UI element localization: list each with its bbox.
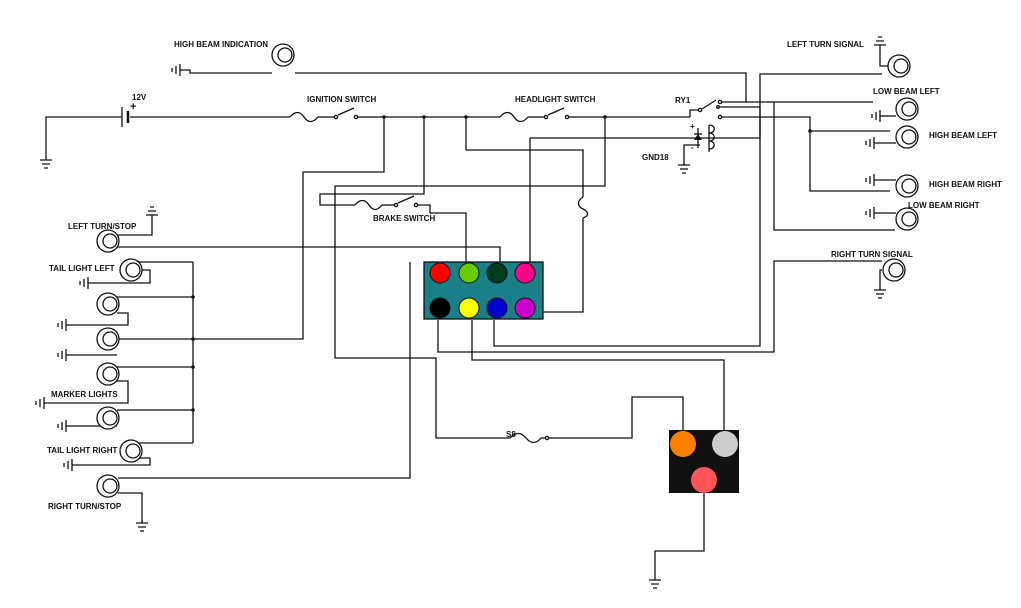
plug-pin [670, 431, 696, 457]
tail-light-left-label: TAIL LIGHT LEFT [49, 264, 115, 273]
ignition-switch[interactable]: IGNITION SWITCH [289, 95, 377, 123]
junctions [191, 115, 812, 412]
left-turn-stop-label: LEFT TURN/STOP [68, 222, 137, 231]
lamps [96, 43, 919, 498]
connector-pin [458, 262, 480, 284]
battery: 12V + [121, 93, 147, 127]
plug-pin [712, 431, 738, 457]
inline-fuse-vertical [577, 196, 589, 219]
lamp-icon [96, 474, 120, 498]
lamp-icon [119, 258, 143, 282]
plug-connector-3pin [669, 430, 739, 493]
lamp-icon [96, 362, 120, 386]
connector-pin [514, 297, 536, 319]
lamp-icon [119, 439, 143, 463]
plug-pin [691, 467, 717, 493]
lamp-icon [895, 207, 919, 231]
ground-icon [79, 277, 89, 289]
ground-icon [865, 137, 875, 149]
ground-icon [865, 174, 875, 186]
ground-icon [35, 397, 45, 409]
connector-pin [486, 262, 508, 284]
connector-pin [429, 262, 451, 284]
high-beam-left-label: HIGH BEAM LEFT [929, 131, 997, 140]
labels: HIGH BEAM INDICATION LEFT TURN SIGNAL LO… [47, 40, 1002, 511]
ground-icon [649, 579, 661, 589]
lamp-icon [895, 174, 919, 198]
relay-ry1: RY1 + - GND18 [642, 96, 723, 162]
ground-icon [57, 420, 67, 432]
ground-icon [874, 36, 886, 46]
ground-icon [678, 164, 690, 174]
ground-icon [136, 522, 148, 532]
left-turn-signal-label: LEFT TURN SIGNAL [787, 40, 864, 49]
connector-pin [486, 297, 508, 319]
ignition-switch-label: IGNITION SWITCH [307, 95, 377, 104]
connector-pin [458, 297, 480, 319]
ground-icon [865, 207, 875, 219]
relay-plus-label: + [690, 122, 695, 131]
lamp-icon [96, 406, 120, 430]
fuse-s8-label: S8 [506, 430, 516, 439]
headlight-switch[interactable]: HEADLIGHT SWITCH [499, 95, 596, 123]
ground-icon [40, 159, 52, 169]
lamp-icon [96, 292, 120, 316]
high-beam-right-label: HIGH BEAM RIGHT [929, 180, 1002, 189]
right-turn-signal-label: RIGHT TURN SIGNAL [831, 250, 913, 259]
headlight-switch-label: HEADLIGHT SWITCH [515, 95, 596, 104]
low-beam-right-label: LOW BEAM RIGHT [908, 201, 980, 210]
ground-icon [874, 289, 886, 299]
lamp-icon [895, 125, 919, 149]
trailer-connector-8pin [423, 261, 544, 320]
ground-icon [871, 110, 881, 122]
tail-light-right-label: TAIL LIGHT RIGHT [47, 446, 117, 455]
right-turn-stop-label: RIGHT TURN/STOP [48, 502, 122, 511]
connector-pin [514, 262, 536, 284]
lamp-icon [96, 327, 120, 351]
lamp-icon [895, 97, 919, 121]
marker-lights-label: MARKER LIGHTS [51, 390, 118, 399]
brake-switch[interactable]: BRAKE SWITCH [354, 195, 435, 223]
connector-pin [429, 297, 451, 319]
ground-icon [63, 459, 73, 471]
ground-icon [57, 319, 67, 331]
relay-label: RY1 [675, 96, 691, 105]
fuse-s8: S8 [506, 430, 550, 444]
relay-ground-label: GND18 [642, 153, 669, 162]
lamp-icon [882, 258, 906, 282]
ground-icon [117, 206, 158, 236]
low-beam-left-label: LOW BEAM LEFT [873, 87, 940, 96]
wires [44, 45, 896, 580]
brake-switch-label: BRAKE SWITCH [373, 214, 435, 223]
lamp-icon [96, 229, 120, 253]
ground-icon [171, 64, 181, 76]
lamp-icon [887, 54, 911, 78]
high-beam-indication-label: HIGH BEAM INDICATION [174, 40, 268, 49]
battery-voltage-label: 12V [132, 93, 147, 102]
relay-minus-label: - [691, 143, 694, 152]
lamp-icon [271, 43, 295, 67]
ground-symbols [35, 36, 886, 589]
battery-plus-label: + [130, 101, 136, 113]
ground-icon [57, 349, 67, 361]
